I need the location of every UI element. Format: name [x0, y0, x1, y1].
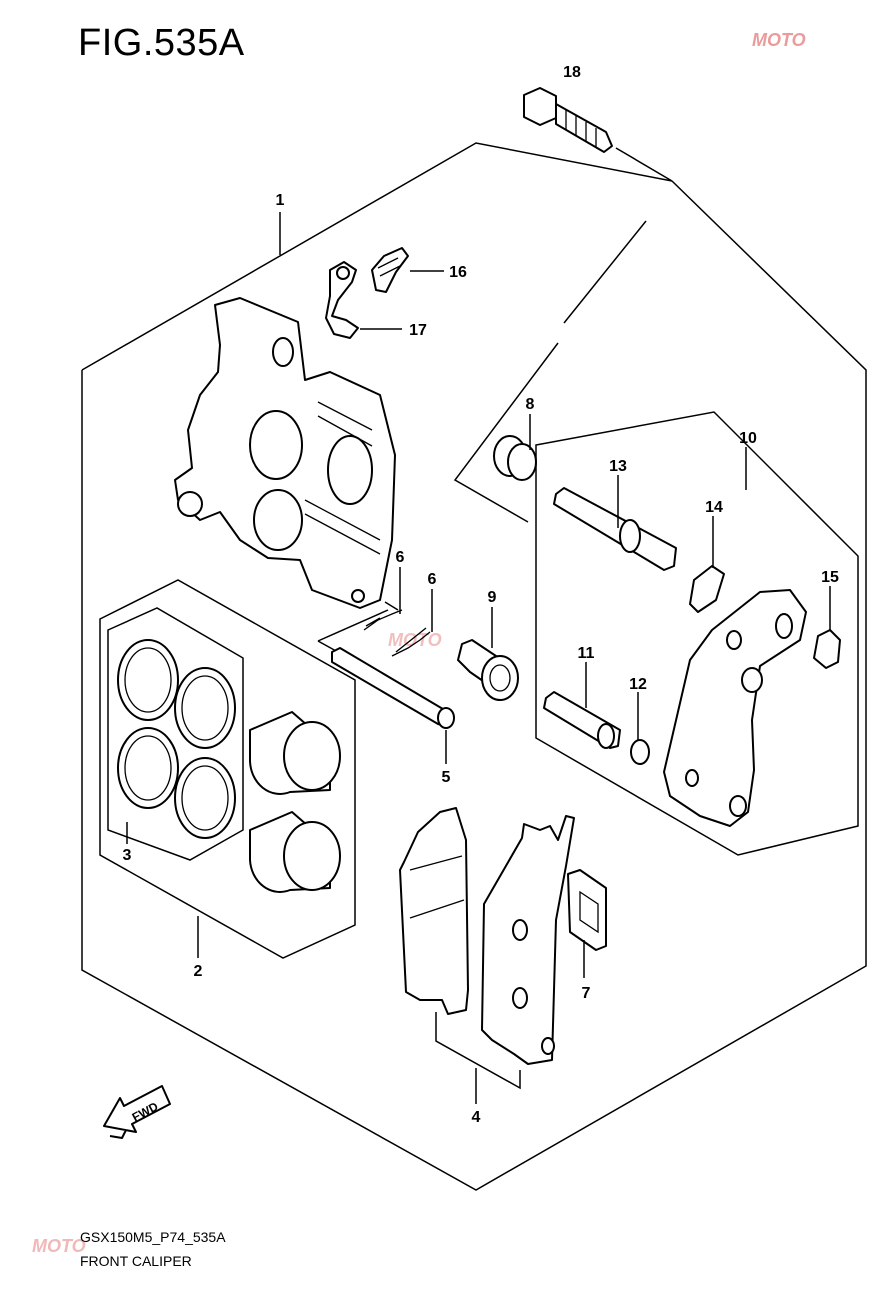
brake-pad-right — [481, 815, 575, 1065]
callout-16: 16 — [449, 264, 467, 281]
callout-12: 12 — [629, 676, 647, 693]
washer-12 — [630, 739, 650, 765]
pin-guide-line — [317, 601, 399, 663]
slide-pin-13 — [553, 487, 677, 571]
fwd-arrow: FWD — [103, 1085, 171, 1139]
callout-9: 9 — [488, 589, 497, 606]
figure-code: GSX150M5_P74_535A — [80, 1229, 226, 1245]
pad-pin — [331, 647, 455, 729]
bleeder-screw — [371, 247, 409, 293]
callout-5: 5 — [442, 769, 451, 786]
seal-set-boundary — [107, 607, 244, 861]
figure-caption: FRONT CALIPER — [80, 1253, 192, 1269]
boot-8 — [493, 435, 537, 481]
piston-set-boundary — [99, 579, 356, 959]
slide-pin-11 — [543, 691, 621, 749]
callout-18: 18 — [563, 64, 581, 81]
pad-spring — [567, 869, 607, 951]
callout-7: 7 — [582, 985, 591, 1002]
watermark-logo: MOTO — [752, 30, 806, 50]
callout-15: 15 — [821, 569, 839, 586]
pad-set-boundary — [435, 1012, 521, 1090]
callout-10: 10 — [739, 430, 757, 447]
boot-9 — [457, 639, 519, 701]
plate-14 — [689, 565, 725, 613]
figure-title: FIG.535A — [78, 22, 245, 64]
pistons — [249, 711, 341, 893]
leader-lines — [126, 212, 831, 1104]
callout-2: 2 — [194, 963, 203, 980]
watermark-logo: MOTO — [32, 1236, 86, 1256]
bolt-18 — [523, 87, 673, 182]
callout-17: 17 — [409, 322, 427, 339]
callout-8: 8 — [526, 396, 535, 413]
watermark-logo: MOTO — [388, 630, 442, 650]
callout-1: 1 — [276, 192, 285, 209]
caliper-body — [174, 297, 396, 609]
callout-6: 6 — [396, 549, 405, 566]
callout-3: 3 — [123, 847, 132, 864]
callout-13: 13 — [609, 458, 627, 475]
callout-6: 6 — [428, 571, 437, 588]
bleeder-cap — [325, 261, 359, 339]
clip-15 — [813, 629, 841, 669]
assembly-boundary — [81, 142, 867, 1191]
caliper-bracket — [663, 589, 807, 827]
piston-seals — [117, 639, 236, 839]
pin-clip — [363, 609, 403, 631]
brake-pad-left — [399, 807, 469, 1015]
bracket-boundary — [535, 411, 859, 856]
callout-4: 4 — [472, 1109, 481, 1126]
callout-11: 11 — [578, 645, 595, 662]
pin-clip — [391, 627, 431, 657]
callout-14: 14 — [705, 499, 723, 516]
